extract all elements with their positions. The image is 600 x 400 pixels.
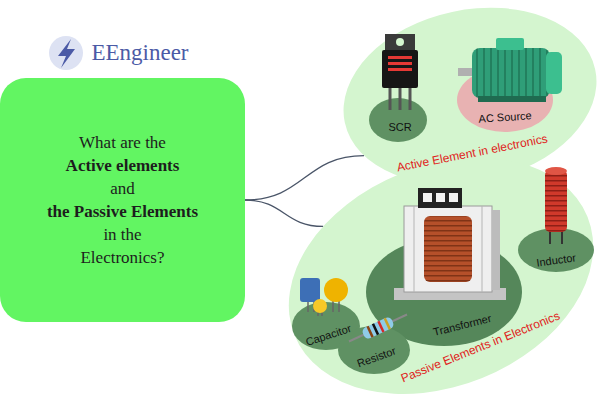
region-fill [327,0,600,207]
capacitor-figure-part [313,299,327,313]
label-holder: Inductor [535,247,577,270]
motor-figure-part [496,38,524,50]
label-holder: Capacitor [303,318,353,350]
question-line: in the [103,223,141,246]
transformer-figure-part [418,188,462,208]
transformer-figure-part [424,216,472,282]
inductor-figure-part [545,170,567,232]
connector-line [245,156,364,200]
inductor-figure-part [545,167,567,175]
scr-symbol [382,34,418,110]
brand-name: EEngineer [91,40,188,66]
capacitor-figure-part [332,300,334,312]
motor-figure-part [478,96,546,102]
resistor-figure-part [366,326,373,338]
resistor-figure [346,309,409,347]
question-box: What are theActive elementsandthe Passiv… [0,78,245,322]
resistor-figure-part [377,321,384,333]
region-fill [457,68,553,132]
part-name: Transformer [432,312,493,338]
part-name: Inductor [536,251,577,268]
part-name: Capacitor [304,322,352,348]
capacitor-figure-part [324,278,348,302]
label-holder: Active Element in electronics [395,129,549,176]
transformer-figure-part [423,193,432,202]
bold-question-line: Active elements [66,154,180,177]
scr-symbol-part [389,86,392,110]
scr-symbol-part [396,38,404,46]
scr-disc: SCR [369,98,427,142]
resistor-figure-part [372,323,379,335]
inductor-figure-part [549,230,551,244]
transformer-figure-part [436,193,445,202]
motor-figure-part [472,48,550,98]
resistor-figure-part [384,318,391,330]
motor-figure-part [458,68,474,76]
active-region: SCR AC SourceActive Element in electronic… [342,8,598,184]
transformer-figure-part [492,210,500,290]
scr-symbol-part [382,50,418,88]
part-name: AC Source [478,109,532,125]
part-name: SCR [388,121,411,133]
capacitor-figure-part [307,300,309,312]
scr-symbol-part [409,86,412,110]
region-outline [369,98,427,142]
scr-symbol-part [388,56,412,59]
region-fill [369,98,427,142]
question-line: What are the [79,131,166,154]
capacitor-figure-part [313,300,315,312]
inductor-disc: Inductor [518,228,594,272]
scr-symbol-part [388,68,412,71]
resistor-disc: Resistor [338,326,410,374]
logo-icon-part [49,36,83,70]
capacitor-figure [300,278,348,316]
transformer-figure-part [404,206,492,292]
capacitor-figure-part [321,310,323,316]
transformer-figure-part [449,193,458,202]
transformer-figure-part [414,206,415,292]
transformer-figure [394,188,506,300]
label-holder: EEngineer [91,40,188,66]
transformer-figure-part [482,206,483,292]
region-fill [366,238,522,346]
capacitor-figure-part [317,310,319,316]
motor-figure-part [546,52,562,94]
inductor-figure-part [561,230,563,244]
region-fill [253,115,600,400]
question-line: Electronics? [80,246,164,269]
capacitor-disc: Capacitor [292,302,360,350]
logo-icon-part [58,39,75,68]
region-fill [292,302,360,350]
transformer-figure-part [394,288,506,300]
label-holder: Resistor [354,341,398,372]
capacitor-figure-part [338,300,340,312]
group-label: Active Element in electronics [396,131,549,174]
resistor-figure-part [349,314,407,341]
connector-line [245,200,323,226]
label-holder: AC Source [478,105,532,127]
passive-region: InductorTransformerCapacitorResistorPass… [282,152,600,400]
label-holder: SCR [388,117,411,135]
motor-figure [458,38,562,102]
region-fill [518,228,594,272]
logo-icon [49,36,83,70]
scr-symbol-part [388,62,412,65]
inductor-figure [545,167,567,244]
region-outline [338,326,410,374]
ac-source-disc: AC Source [457,68,553,132]
bold-question-line: the Passive Elements [47,200,198,223]
scr-symbol-part [399,86,402,110]
part-name: Resistor [355,344,397,369]
region-fill [338,326,410,374]
resistor-figure-part [361,316,395,340]
question-line: and [110,177,135,200]
label-holder: Transformer [431,308,493,340]
scr-symbol-part [385,34,415,52]
capacitor-figure-part [300,278,320,302]
transformer-disc: Transformer [366,238,522,346]
